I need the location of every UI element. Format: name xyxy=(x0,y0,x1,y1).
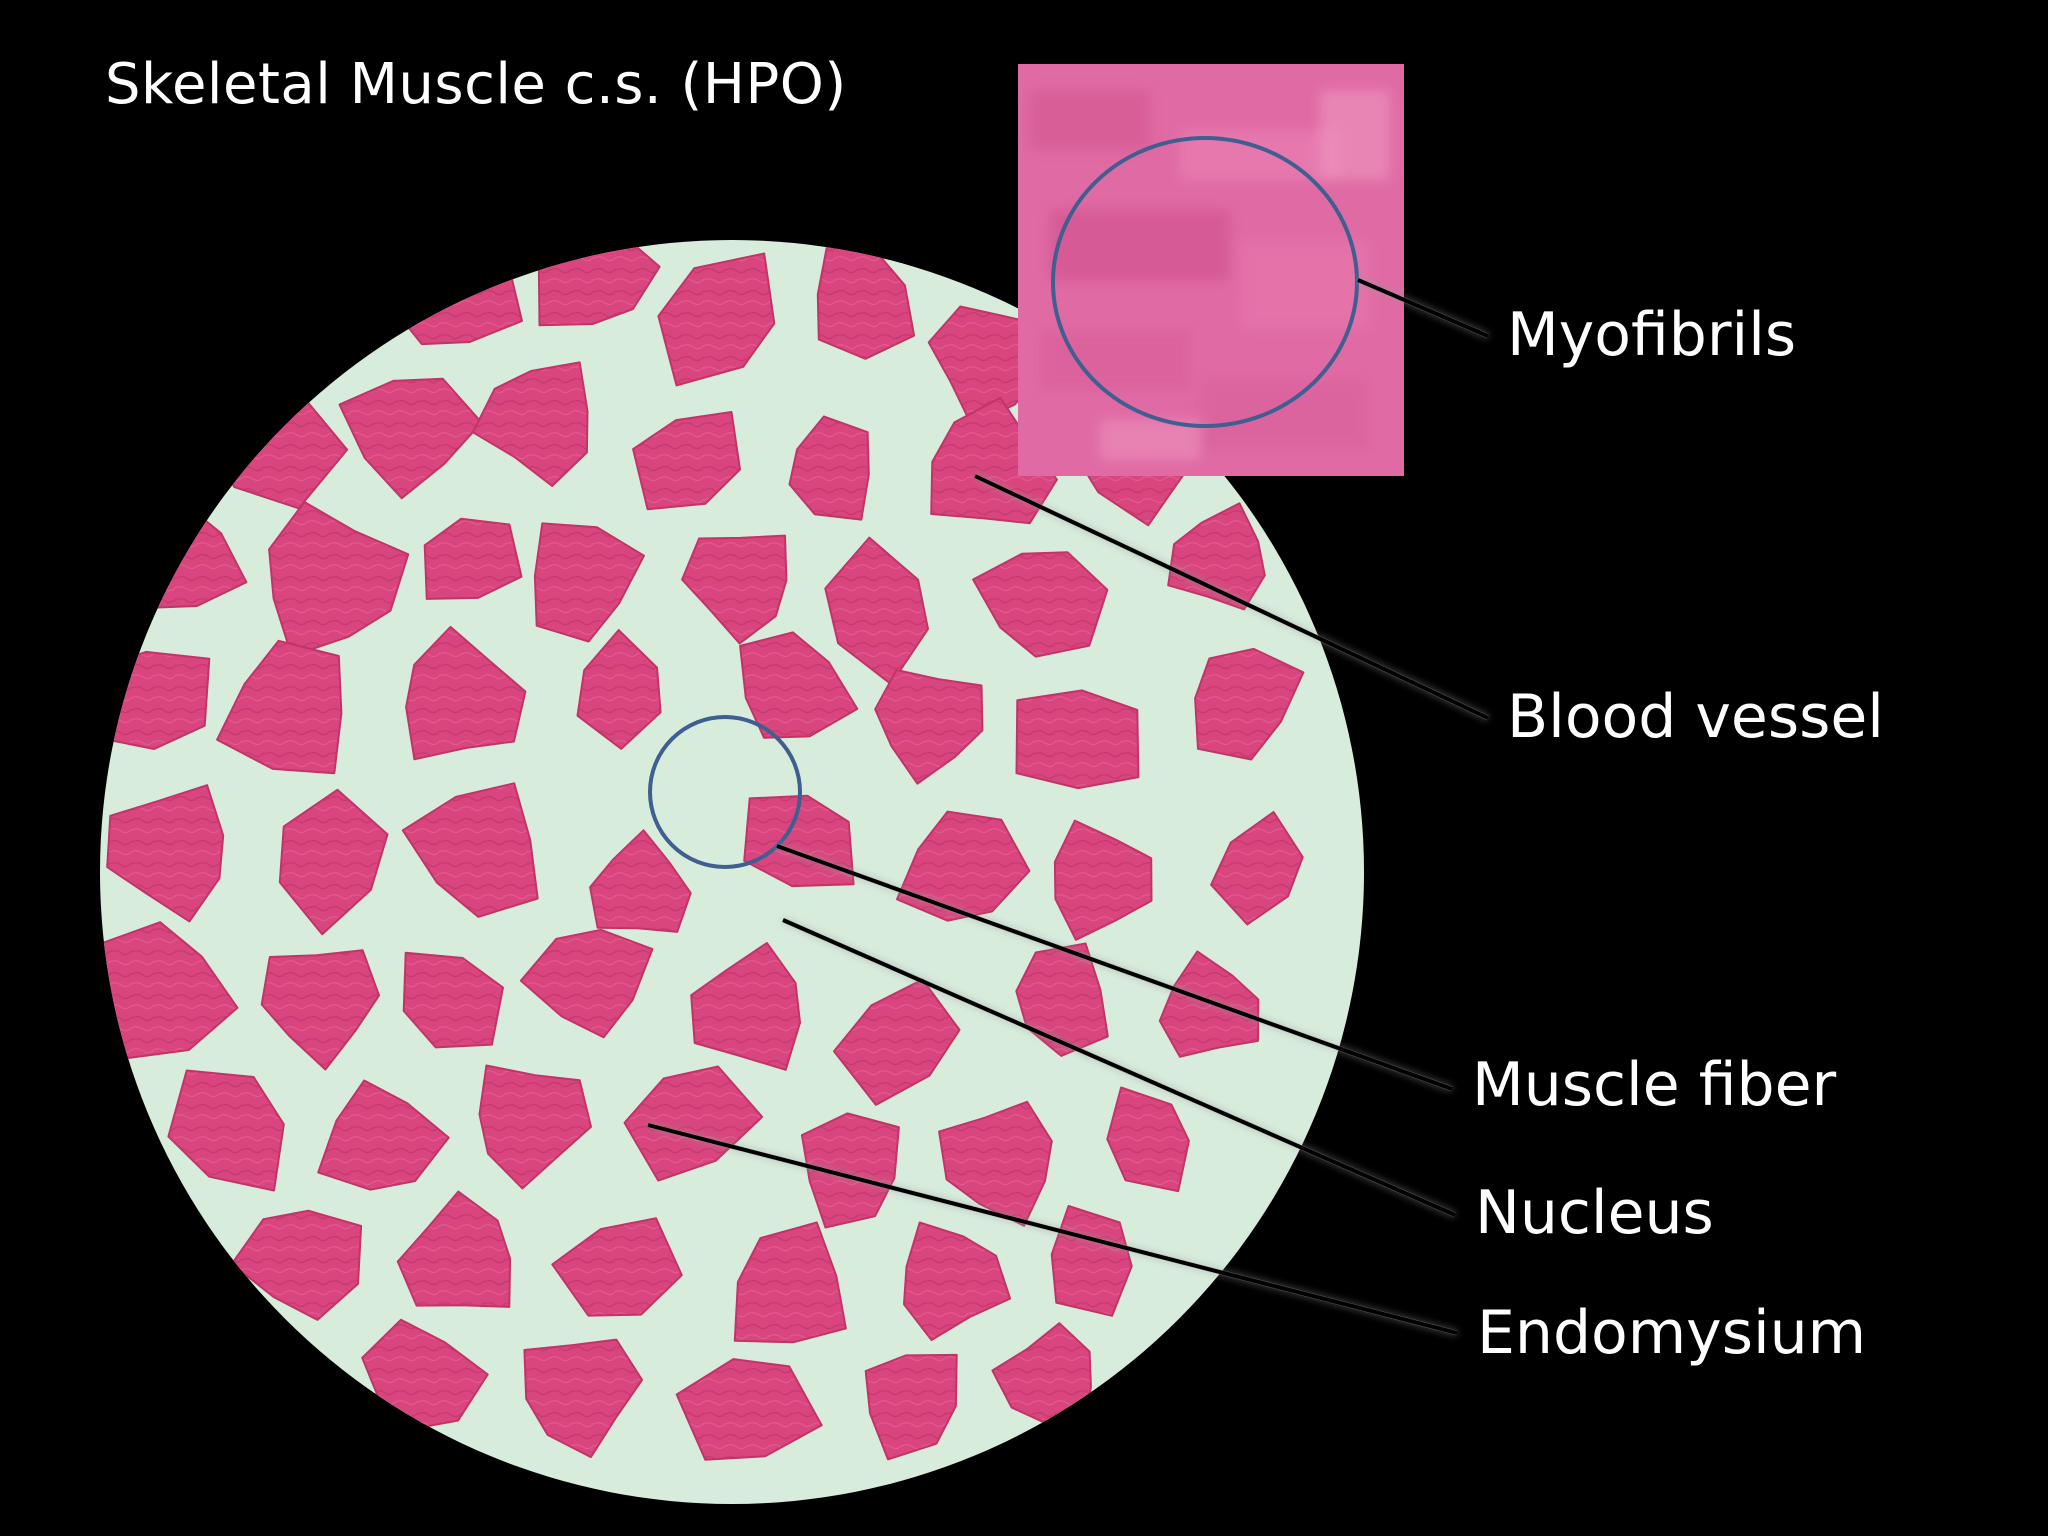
muscle-fiber-highlight-circle xyxy=(648,715,802,869)
muscle-fiber-section xyxy=(1106,1086,1190,1193)
muscle-fiber-section xyxy=(675,1358,823,1461)
muscle-fiber-section xyxy=(264,246,389,359)
label-muscle-fiber: Muscle fiber xyxy=(1472,1050,1837,1120)
muscle-fiber-section xyxy=(523,1338,644,1459)
muscle-fiber-section xyxy=(800,1112,900,1229)
muscle-fiber-section xyxy=(537,240,661,327)
muscle-fiber-section xyxy=(106,784,225,923)
muscle-fiber-section xyxy=(405,625,527,761)
myofibrils-inset xyxy=(1018,64,1404,476)
muscle-fiber-section xyxy=(551,1217,683,1317)
muscle-fiber-section xyxy=(471,361,589,487)
muscle-fiber-section xyxy=(864,1353,958,1461)
muscle-fiber-section xyxy=(623,1065,764,1182)
muscle-fiber-section xyxy=(938,1100,1053,1227)
muscle-fiber-section xyxy=(833,978,961,1106)
muscle-fiber-section xyxy=(632,411,741,511)
muscle-fiber-section xyxy=(167,1069,285,1192)
muscle-fiber-section xyxy=(216,639,343,775)
muscle-fiber-section xyxy=(576,629,662,750)
muscle-fiber-section xyxy=(1167,502,1266,611)
muscle-fiber-section xyxy=(930,396,1058,525)
muscle-fibers xyxy=(100,240,1305,1461)
muscle-fiber-section xyxy=(338,377,483,500)
leader-line-nucleus xyxy=(782,918,1456,1217)
muscle-fiber-section xyxy=(690,942,801,1071)
muscle-fiber-section xyxy=(733,1221,847,1344)
myofibrils-highlight-circle xyxy=(1051,136,1359,428)
muscle-fiber-section xyxy=(396,1190,512,1308)
muscle-fiber-section xyxy=(1194,647,1305,761)
muscle-fiber-section xyxy=(478,1064,592,1190)
label-myofibrils: Myofibrils xyxy=(1507,300,1797,370)
label-nucleus: Nucleus xyxy=(1475,1178,1714,1248)
leader-lines xyxy=(647,277,1490,1336)
muscle-fiber-section xyxy=(1015,942,1109,1057)
leader-line-muscle-fiber xyxy=(776,844,1453,1091)
label-endomysium: Endomysium xyxy=(1477,1298,1867,1368)
muscle-fiber-section xyxy=(317,1079,450,1191)
slide-title: Skeletal Muscle c.s. (HPO) xyxy=(105,52,847,117)
muscle-fiber-section xyxy=(874,669,984,785)
muscle-fiber-section xyxy=(230,1209,363,1321)
muscle-fiber-section xyxy=(1015,689,1140,790)
muscle-fiber-section xyxy=(519,928,654,1039)
muscle-fiber-section xyxy=(739,631,859,739)
label-blood-vessel: Blood vessel xyxy=(1507,682,1884,752)
leader-line-endomysium xyxy=(647,1123,1458,1335)
muscle-fiber-section xyxy=(260,949,380,1071)
muscle-fiber-section xyxy=(896,810,1031,922)
muscle-fiber-section xyxy=(972,551,1109,658)
muscle-fiber-section xyxy=(1053,819,1153,941)
muscle-fiber-section xyxy=(533,522,645,643)
muscle-fiber-section xyxy=(589,829,692,933)
muscle-fiber-section xyxy=(681,534,788,645)
leader-line-blood-vessel xyxy=(974,474,1489,720)
microscope-field xyxy=(100,240,1364,1504)
muscle-fiber-section xyxy=(788,415,870,521)
muscle-fiber-section xyxy=(385,240,523,346)
muscle-fiber-section xyxy=(903,1221,1012,1341)
muscle-fiber-section xyxy=(423,517,523,600)
muscle-fiber-section xyxy=(657,252,776,387)
muscle-fiber-section xyxy=(278,788,389,936)
muscle-fiber-section xyxy=(401,782,539,918)
leader-line-myofibrils xyxy=(1357,278,1489,338)
muscle-fiber-section xyxy=(816,244,916,360)
muscle-fiber-section xyxy=(1210,811,1304,926)
muscle-fiber-section xyxy=(402,951,504,1049)
